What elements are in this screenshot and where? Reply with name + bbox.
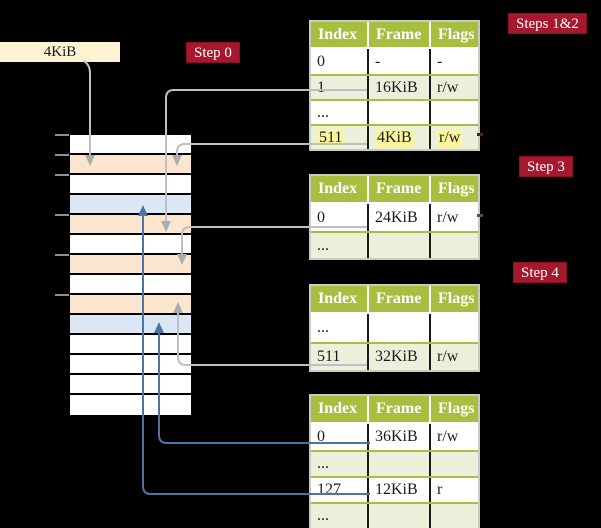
column-header-flags: Flags	[429, 176, 478, 202]
table-cell: 127	[317, 481, 341, 498]
table-cell: ...	[317, 236, 329, 254]
table-cell: r/w	[429, 204, 478, 231]
memory-frame-row-4	[70, 215, 191, 235]
column-header-frame: Frame	[367, 176, 429, 202]
highlighted-value: r/w	[437, 128, 463, 147]
table-cell	[367, 233, 429, 258]
table-cell: ...	[317, 319, 329, 336]
table-cell: 24KiB	[367, 204, 429, 231]
memory-frame-row-7	[70, 275, 191, 295]
table-cell: 4KiB	[367, 126, 429, 149]
table-cell: 511	[317, 348, 341, 365]
page-table-base-label: 4KiB	[43, 44, 77, 60]
table-cell: -	[429, 49, 478, 74]
table-row: ...	[311, 231, 478, 258]
memory-frame-row-9	[70, 315, 191, 335]
table-cell: ...	[317, 455, 329, 472]
table-row: ...	[311, 99, 478, 124]
column-header-index: Index	[318, 25, 358, 43]
table-cell	[367, 101, 429, 124]
memory-frame-row-3	[70, 195, 191, 215]
memory-frame-row-5	[70, 235, 191, 255]
column-header-frame: Frame	[367, 286, 429, 312]
table-cell	[429, 314, 478, 342]
table-cell	[429, 101, 478, 124]
memory-frame-row-10	[70, 335, 191, 355]
column-header-index: Index	[318, 290, 358, 307]
memory-frame-row-6	[70, 255, 191, 275]
memory-frame-row-11	[70, 355, 191, 375]
table-cell: r	[429, 478, 478, 502]
table-cell: 511	[311, 126, 367, 149]
table-cell: r/w	[429, 126, 478, 149]
physical-memory-column	[70, 135, 191, 415]
highlighted-value: 511	[317, 128, 345, 147]
memory-frame-row-8	[70, 295, 191, 315]
memory-frame-row-12	[70, 375, 191, 395]
table-cell: 12KiB	[367, 478, 429, 502]
table-cell: ...	[317, 507, 329, 524]
table-cell: ...	[317, 103, 329, 121]
table-cell: 16KiB	[367, 76, 429, 99]
table-cell: r/w	[429, 76, 478, 99]
table-cell	[429, 452, 478, 476]
table-cell	[429, 504, 478, 528]
table-cell	[367, 452, 429, 476]
table-cell: 0	[317, 208, 325, 226]
column-header-frame: Frame	[367, 22, 429, 47]
highlighted-value: 4KiB	[375, 128, 414, 147]
table-row: 511 4KiB r/w	[311, 124, 478, 149]
table-cell	[367, 504, 429, 528]
table-cell: r/w	[429, 424, 478, 450]
table-row: 0 --	[311, 49, 478, 74]
step0-label: Step 0	[186, 42, 240, 63]
table-row: ...	[311, 314, 478, 342]
step4-label: Step 4	[513, 262, 567, 283]
table-cell: 36KiB	[367, 424, 429, 450]
memory-frame-row-13	[70, 395, 191, 415]
table-cell: 0	[317, 428, 325, 445]
table-cell: -	[367, 49, 429, 74]
steps1and2-label: Steps 1&2	[508, 13, 587, 34]
page-table-base-box: 4KiB	[0, 42, 120, 62]
column-header-flags: Flags	[429, 286, 478, 312]
table-cell: 1	[317, 78, 325, 96]
table-cell: r/w	[429, 344, 478, 370]
column-header-index: Index	[318, 180, 358, 197]
memory-frame-row-2	[70, 175, 191, 195]
table-cell	[367, 314, 429, 342]
column-header-index: Index	[318, 400, 358, 417]
step3-label: Step 3	[519, 156, 573, 177]
memory-frame-row-1	[70, 155, 191, 175]
table-cell	[429, 233, 478, 258]
memory-frame-row-0	[70, 135, 191, 155]
column-header-flags: Flags	[429, 396, 478, 422]
column-header-flags: Flags	[429, 22, 478, 47]
column-header-frame: Frame	[367, 396, 429, 422]
table-cell: 32KiB	[367, 344, 429, 370]
table-cell: 0	[317, 52, 325, 70]
table-row: ...	[311, 450, 478, 476]
table-row: ...	[311, 502, 478, 528]
